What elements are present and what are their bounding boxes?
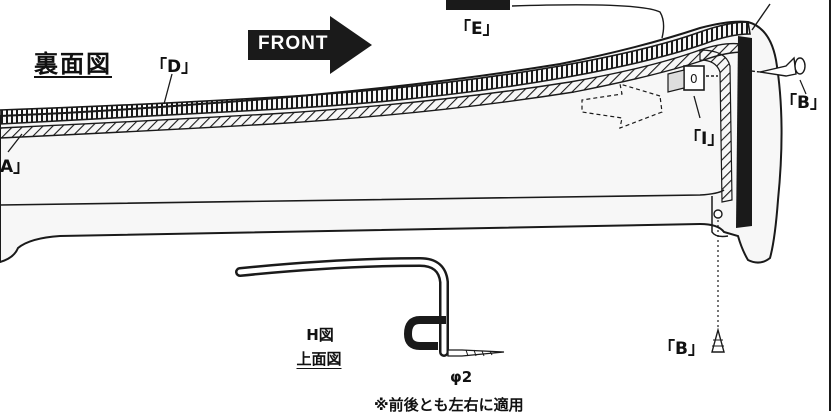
page-title: 裏面図 [34,50,112,78]
dashed-insert-arrow [581,83,663,129]
label-e: 「E」 [454,19,500,39]
leader-d [163,73,173,105]
label-b-top: 「B」 [780,93,827,113]
label-a: A」 [0,157,31,177]
label-b-bottom: 「B」 [658,339,705,359]
leader-top-right [751,3,771,31]
screw-b-top [741,56,807,95]
clip-i: 0 [667,65,718,93]
front-edge-black-tape [736,36,752,228]
part-flange-line [711,196,729,238]
label-i: 「I」 [684,129,725,149]
detail-title: H図 [306,326,334,344]
front-edge-hatched-curve [699,49,733,203]
product-logo-strip [446,0,510,10]
front-arrow-label: FRONT [258,33,329,54]
screw-b-bottom [711,209,725,353]
part-lower-edge [0,189,725,206]
svg-text:0: 0 [690,72,698,86]
detail-subtitle: 上面図 [296,350,342,368]
detail-diameter: φ2 [450,368,473,386]
front-arrow-shape [248,16,372,74]
part-outline [0,20,783,264]
leader-i [693,95,701,119]
h-detail-profile [235,256,505,357]
leader-e [511,4,665,39]
seal-d-strip [0,21,751,125]
leader-a [7,133,23,153]
detail-note: ※前後とも左右に適用 [374,396,524,414]
label-d: 「D」 [150,57,199,77]
